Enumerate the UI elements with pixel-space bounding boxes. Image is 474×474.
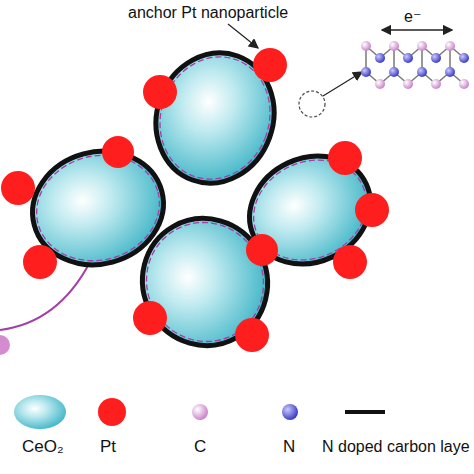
legend-text: CeO₂ bbox=[22, 438, 64, 457]
lattice-part bbox=[375, 53, 385, 63]
legend-text: N bbox=[283, 438, 295, 457]
lattice-part bbox=[445, 67, 455, 77]
lattice-part bbox=[361, 41, 371, 51]
lattice-part bbox=[389, 67, 399, 77]
lattice-part bbox=[459, 53, 469, 63]
carbon-layer-inner bbox=[25, 41, 383, 363]
legend-c-sample bbox=[192, 404, 208, 420]
lattice-part bbox=[361, 67, 371, 77]
electron-arrow bbox=[382, 29, 452, 30]
legend-text: Pt bbox=[100, 438, 116, 457]
lattice-part bbox=[445, 41, 455, 51]
legend-text: N doped carbon laye bbox=[322, 438, 470, 456]
legend-layer-sample bbox=[345, 410, 385, 414]
lattice-part bbox=[417, 41, 427, 51]
pt-particles bbox=[1, 48, 389, 352]
legend-n-sample bbox=[282, 404, 298, 420]
lattice-part bbox=[431, 53, 441, 63]
lattice bbox=[361, 41, 469, 89]
electron-label: e⁻ bbox=[404, 8, 421, 26]
anchor-label: anchor Pt nanoparticle bbox=[128, 4, 288, 22]
callout-arrow bbox=[323, 72, 362, 96]
lattice-part bbox=[389, 41, 399, 51]
legend-ceo2-sample bbox=[14, 395, 66, 429]
lattice-part bbox=[459, 79, 469, 89]
ceo2-particles bbox=[20, 36, 388, 368]
lattice-part bbox=[403, 53, 413, 63]
lattice-part bbox=[431, 79, 441, 89]
anchor-arrow bbox=[228, 24, 258, 48]
legend-text: C bbox=[194, 438, 206, 457]
lattice-part bbox=[375, 79, 385, 89]
lattice-part bbox=[403, 79, 413, 89]
legend-pt-sample bbox=[98, 398, 126, 426]
partial-atom bbox=[0, 335, 10, 355]
callout-circle bbox=[299, 91, 325, 117]
lattice-part bbox=[417, 67, 427, 77]
